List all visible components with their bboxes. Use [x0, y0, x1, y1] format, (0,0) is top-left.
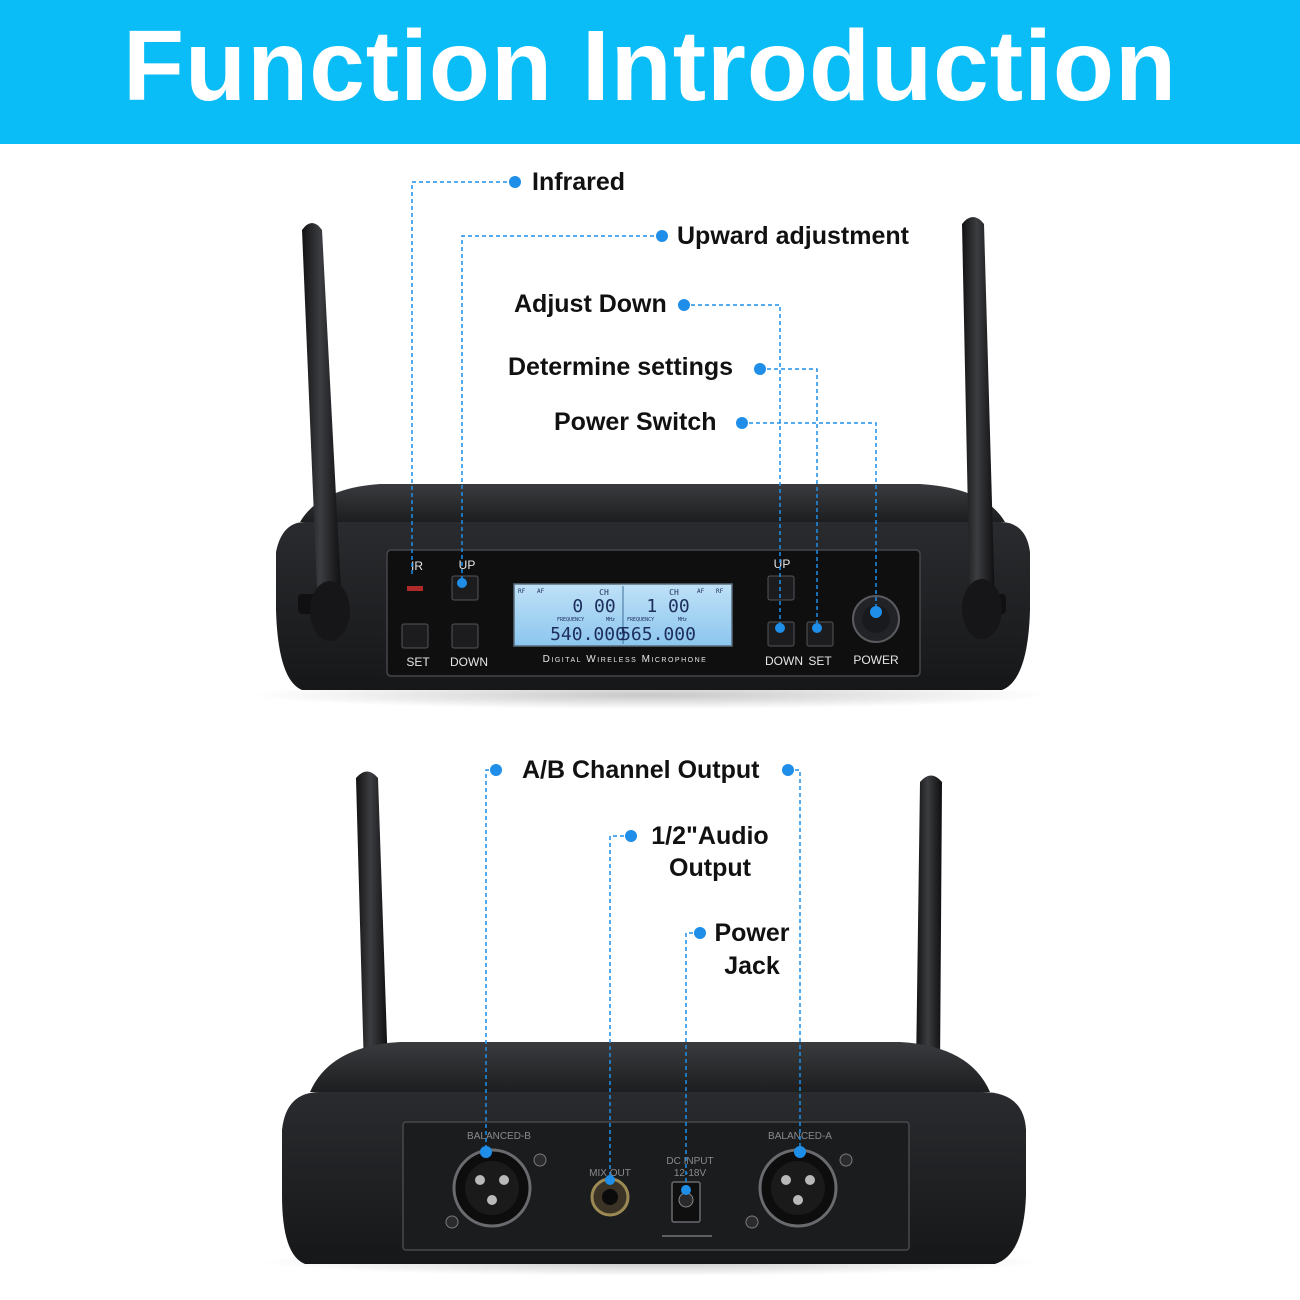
adjust-down-dot	[678, 299, 690, 311]
set-label-left: SET	[406, 655, 430, 669]
lcd-af-left: AF	[537, 588, 545, 595]
infrared-sensor	[407, 586, 423, 591]
upward-dot	[656, 230, 668, 242]
lcd-ch-a-value: 0 00	[572, 596, 615, 617]
up-button-right[interactable]	[767, 575, 795, 601]
title-banner	[0, 0, 1300, 144]
power-label: POWER	[853, 653, 899, 667]
down-label-right: DOWN	[765, 654, 803, 668]
dc-voltage-label: 12-18V	[674, 1168, 707, 1179]
lcd-rf-left: RF	[518, 588, 526, 595]
lcd-freq-b-value: 565.000	[620, 624, 696, 645]
power-jack-label-line2: Jack	[724, 952, 780, 980]
leader-end-dots	[457, 578, 882, 1195]
brand-label: Digital Wireless Microphone	[543, 654, 708, 665]
lcd-mhz-a: MHz	[606, 617, 615, 623]
lcd-ch-a-label: CH	[599, 588, 609, 597]
power-jack-label-line1: Power	[714, 919, 790, 947]
lcd-ch-b-value: 1 00	[646, 596, 689, 617]
lcd-freq-a-label: FREQUENCY	[557, 617, 584, 623]
up-label-left: UP	[459, 558, 476, 572]
down-label-left: DOWN	[450, 655, 488, 669]
dc-input-label: DC INPUT	[666, 1156, 713, 1167]
down-button-right[interactable]	[767, 621, 795, 647]
determine-settings-label: Determine settings	[508, 353, 734, 381]
right-antenna	[962, 217, 995, 610]
ab-output-left-dot	[490, 764, 502, 776]
upward-adjustment-label: Upward adjustment	[677, 222, 909, 250]
ir-label: IR	[411, 559, 423, 573]
infrared-label: Infrared	[532, 168, 626, 196]
audio-output-dot	[625, 830, 637, 842]
rear-left-antenna	[356, 771, 388, 1070]
power-switch-dot	[736, 417, 748, 429]
left-antenna	[302, 223, 342, 612]
rear-receiver	[260, 771, 1040, 1276]
set-label-right: SET	[808, 654, 832, 668]
audio-output-label-line2: Output	[669, 854, 751, 882]
lcd-freq-a-value: 540.000	[550, 624, 626, 645]
banner-title: Function Introduction	[122, 10, 1178, 122]
adjust-down-label: Adjust Down	[514, 290, 667, 318]
determine-dot	[754, 363, 766, 375]
lcd-ch-b-label: CH	[669, 588, 679, 597]
set-button-left[interactable]	[401, 623, 429, 649]
infrared-dot	[509, 176, 521, 188]
ab-channel-output-label: A/B Channel Output	[522, 756, 760, 784]
down-button-left[interactable]	[451, 623, 479, 649]
front-receiver	[250, 217, 1050, 709]
lcd-rf-right: RF	[716, 588, 724, 595]
power-jack-dot	[694, 927, 706, 939]
lcd-freq-b-label: FREQUENCY	[627, 617, 654, 623]
balanced-b-label: BALANCED-B	[467, 1131, 531, 1142]
lcd-af-right: AF	[697, 588, 705, 595]
ab-output-right-dot	[782, 764, 794, 776]
rear-right-antenna	[916, 775, 942, 1070]
lcd-mhz-b: MHz	[678, 617, 687, 623]
up-label-right: UP	[774, 557, 791, 571]
audio-output-label-line1: 1/2"Audio	[651, 822, 769, 850]
power-switch-label: Power Switch	[554, 408, 717, 436]
